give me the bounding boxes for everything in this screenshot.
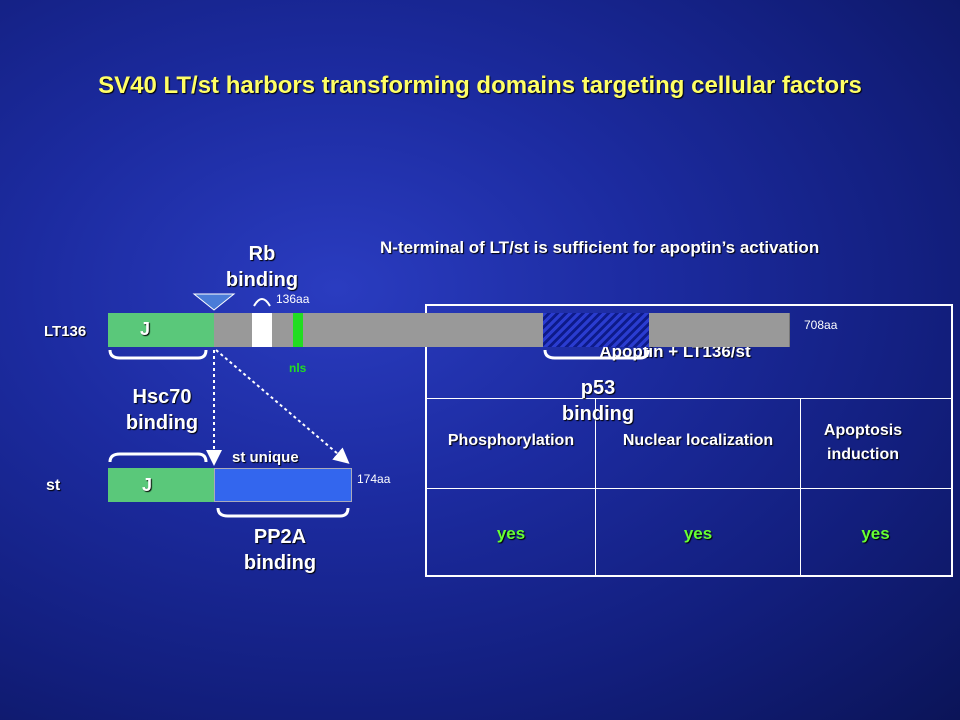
st-unique-region [214,468,352,502]
table-divider [800,398,801,575]
table-divider [427,398,951,399]
dotted-arrow-diagonal [215,349,350,464]
p53-binding-region [543,313,649,347]
column-header-nuclear-localization: Nuclear localization [622,432,774,449]
table-divider [595,398,596,575]
nls-label: nls [289,361,307,375]
st-j-domain: J [108,468,214,502]
value-apoptosis-induction: yes [861,524,890,543]
lt-protein-bar [214,313,790,347]
hsc70-bracket-lt [108,349,208,360]
column-header-phosphorylation: Phosphorylation [447,432,575,449]
slide-title: SV40 LT/st harbors transforming domains … [98,72,862,99]
rb-triangle-icon [192,293,236,311]
hsc70-binding-label: Hsc70 binding [125,386,199,434]
st-174aa-label: 174aa [357,472,391,486]
value-phosphorylation: yes [496,524,526,543]
lt-136aa-label: 136aa [276,292,310,306]
st-label: st [46,477,61,494]
pp2a-binding-label: PP2A binding [243,526,317,574]
results-table [425,304,953,577]
st-unique-label: st unique [232,449,299,466]
table-divider [427,488,951,489]
hsc70-bracket-st [108,452,208,463]
subtitle: N-terminal of LT/st is sufficient for ap… [380,238,820,257]
rb-binding-label: Rb binding [225,243,299,291]
st-j-label: J [142,475,153,495]
column-header-apoptosis-induction: Apoptosis induction [823,422,903,463]
p53-bracket [543,349,650,360]
nls-band [293,313,303,347]
lt-j-label: J [140,319,151,339]
lt-j-domain: J [108,313,214,347]
value-nuclear-localization: yes [683,524,713,543]
arc-136aa [253,298,271,307]
pp2a-bracket [216,507,350,518]
lt-708aa-label: 708aa [804,318,838,332]
lt136-label: LT136 [44,323,87,340]
p53-binding-label: p53 binding [561,377,635,425]
lt-white-band [252,313,272,347]
